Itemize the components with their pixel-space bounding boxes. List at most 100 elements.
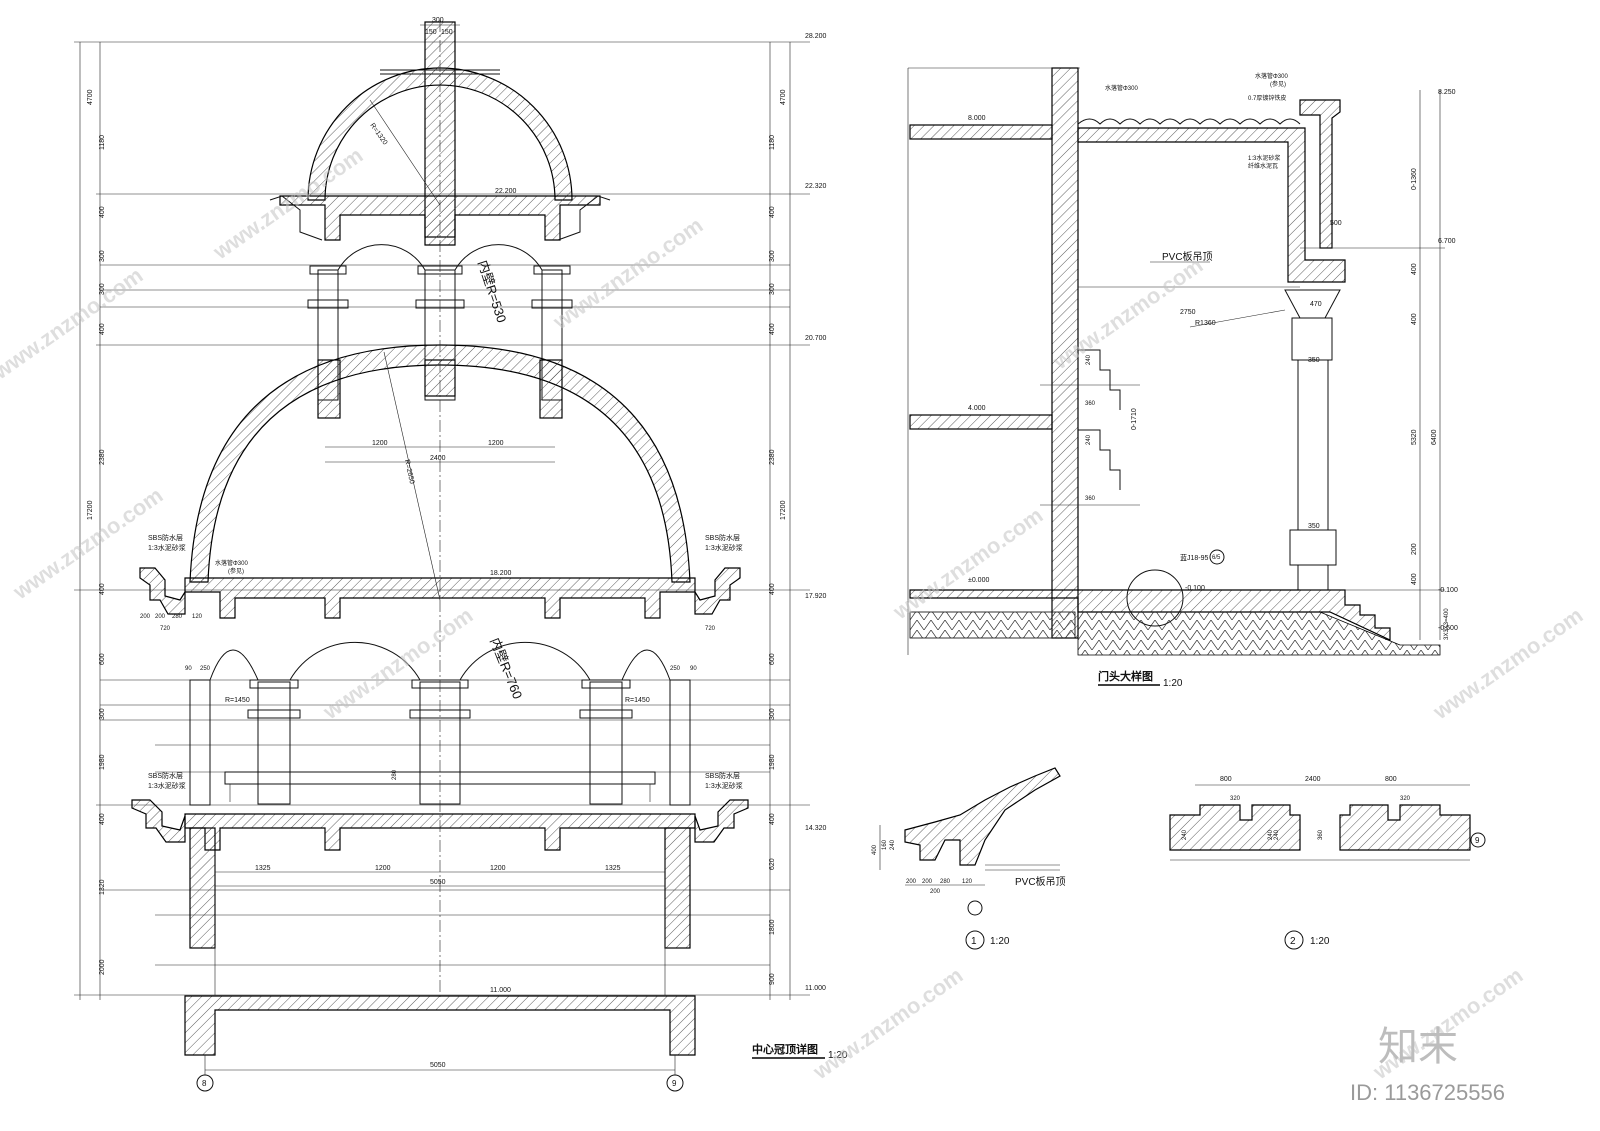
watermark-site: www.znzmo.com — [888, 502, 1048, 624]
inner-radius-upper: 内壁R=530 — [475, 258, 509, 324]
right-subdim: 400 — [769, 813, 776, 825]
watermark-site: www.znzmo.com — [0, 262, 147, 384]
door-elev-6700: 6.700 — [1438, 238, 1456, 245]
door-level-0000: ±0.000 — [968, 577, 989, 584]
left-subdim: 400 — [99, 583, 106, 595]
door-rdim: 400 — [1411, 313, 1418, 325]
detail1-pvc: PVC板吊顶 — [1015, 875, 1066, 888]
right-subdim: 1800 — [769, 919, 776, 935]
door-rdim: 200 — [1411, 543, 1418, 555]
watermark-site: www.znzmo.com — [318, 602, 478, 724]
column-dim: 250 — [200, 666, 211, 672]
detail1-dim: 200 — [922, 879, 933, 885]
left-subdim: 1320 — [99, 879, 106, 895]
door-level-m0100: -0.100 — [1185, 585, 1205, 592]
door-level-4000: 4.000 — [968, 405, 986, 412]
detail2-dim-sub: 240 — [1182, 829, 1188, 840]
detail2-dim-sub: 320 — [1230, 796, 1241, 802]
detail1-dim: 400 — [872, 844, 878, 855]
door-stair-dim: 240 — [1086, 354, 1092, 365]
door-level-8000: 8.000 — [968, 115, 986, 122]
span-lower-total: 5050 — [430, 879, 446, 886]
door-title-scale: 1:20 — [1163, 678, 1183, 689]
axis-label-left: 8 — [202, 1079, 207, 1088]
main-section: 8 9 5050 300 150 150 28.200 22.320 20.70… — [74, 17, 848, 1092]
door-stair-dim: 360 — [1085, 401, 1096, 407]
ledge-dim: 200 — [140, 614, 151, 620]
level-18200: 18.200 — [490, 570, 512, 577]
detail2-dim-sub: 320 — [1400, 796, 1411, 802]
door-ref-note: 蓝J18-95 — [1180, 553, 1209, 562]
detail1-dim: 240 — [890, 839, 896, 850]
door-radius: R1360 — [1195, 320, 1216, 327]
detail2-dim-top: 800 — [1220, 776, 1232, 783]
door-span-470: 470 — [1310, 301, 1322, 308]
column-dim: 250 — [670, 666, 681, 672]
radius-big: R=2650 — [403, 459, 415, 485]
left-subdim: 400 — [99, 323, 106, 335]
ledge-dim-right: 720 — [705, 626, 716, 632]
detail2-scale: 1:20 — [1310, 936, 1330, 947]
detail1-dim: 120 — [962, 879, 973, 885]
door-ref-detail: 6/5 — [1212, 555, 1221, 561]
span-lower-4: 1325 — [605, 865, 621, 872]
right-subdim: 400 — [769, 206, 776, 218]
top-dim-150a: 150 — [425, 29, 437, 36]
door-stair-dim: 240 — [1086, 434, 1092, 445]
column-dim: 90 — [690, 666, 697, 672]
door-roof-note: 0.7厚镀锌铁皮 — [1248, 94, 1286, 102]
left-subdims: 1180 400 300 300 400 2380 400 600 300 19… — [99, 135, 106, 975]
door-roof-note-left: 水落管Φ300 — [1105, 84, 1138, 92]
small-dim-280: 280 — [392, 769, 398, 780]
radius-small: R=1320 — [368, 122, 388, 146]
right-dim-17200: 17200 — [780, 500, 787, 520]
door-roof-note: 1:3水泥砂浆 — [1248, 154, 1280, 162]
left-subdim: 600 — [99, 653, 106, 665]
note-pipe: 水落管Φ300 — [215, 559, 248, 567]
right-subdim: 1980 — [769, 754, 776, 770]
right-subdim: 300 — [769, 250, 776, 262]
detail2-dim-sub: 240 — [1268, 829, 1274, 840]
span-lower-2: 1200 — [375, 865, 391, 872]
left-subdim: 1980 — [99, 754, 106, 770]
detail-2: 800 2400 800 320 240 240 320 240 360 9 2… — [1169, 776, 1486, 950]
id-text: ID: 1136725556 — [1350, 1080, 1505, 1105]
door-span-500: 500 — [1330, 220, 1342, 227]
ledge-dim: 720 — [160, 626, 171, 632]
left-subdim: 2000 — [99, 959, 106, 975]
watermark-site: www.znzmo.com — [808, 962, 968, 1084]
ledge-dim: 280 — [172, 614, 183, 620]
note-mortar-right: 1:3水泥砂浆 — [705, 543, 743, 552]
door-roof-note: (参见) — [1270, 80, 1286, 88]
ledge-dim: 120 — [192, 614, 203, 620]
door-stair-dim: 360 — [1085, 496, 1096, 502]
door-rdim: 400 — [1411, 263, 1418, 275]
door-span-350a: 350 — [1308, 357, 1320, 364]
right-subdim: 300 — [769, 708, 776, 720]
brand-logo: 知末 — [1378, 1025, 1458, 1069]
top-dim-150b: 150 — [441, 29, 453, 36]
right-subdim: 300 — [769, 283, 776, 295]
door-pvc-note: PVC板吊顶 — [1162, 250, 1213, 263]
span-lower-1: 1325 — [255, 865, 271, 872]
door-roof-note: 纤维水泥瓦 — [1248, 162, 1278, 170]
level-22200: 22.200 — [495, 188, 517, 195]
door-rdim: 400 — [1411, 573, 1418, 585]
door-span-350b: 350 — [1308, 523, 1320, 530]
note-mortar-right-2: 1:3水泥砂浆 — [705, 781, 743, 790]
detail2-dim-top: 2400 — [1305, 776, 1321, 783]
detail1-dim: 200 — [930, 889, 941, 895]
door-elev-m0500: -0.500 — [1438, 625, 1458, 632]
elev-28200: 28.200 — [805, 33, 827, 40]
elev-11000: 11.000 — [805, 985, 826, 992]
note-mortar-left: 1:3水泥砂浆 — [148, 543, 186, 552]
door-rdim: 0-1360 — [1411, 168, 1418, 190]
span-lower-3: 1200 — [490, 865, 506, 872]
main-title: 中心冠顶详图 — [752, 1042, 818, 1056]
detail1-dim: 200 — [906, 879, 917, 885]
right-subdim: 2380 — [769, 449, 776, 465]
elev-20700: 20.700 — [805, 335, 827, 342]
main-title-scale: 1:20 — [828, 1050, 848, 1061]
elev-22320: 22.320 — [805, 183, 827, 190]
